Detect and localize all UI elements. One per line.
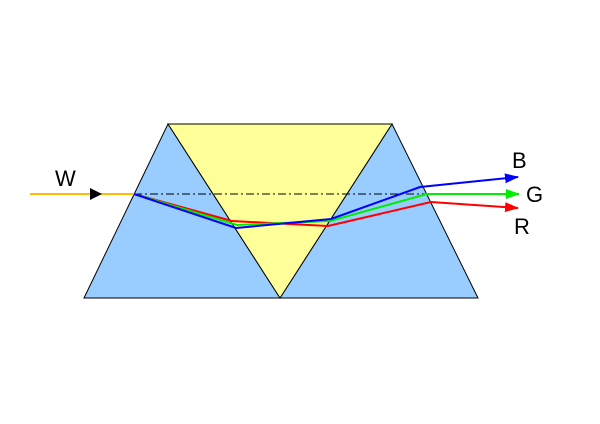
- label-w: W: [55, 166, 76, 191]
- label-g: G: [526, 182, 543, 207]
- label-b: B: [512, 148, 527, 173]
- incoming-arrow-icon: [90, 188, 102, 200]
- blue-ray: [133, 173, 519, 230]
- label-r: R: [514, 214, 530, 239]
- red-ray: [133, 193, 519, 228]
- center-prism: [167, 123, 393, 299]
- green-ray: [133, 189, 520, 227]
